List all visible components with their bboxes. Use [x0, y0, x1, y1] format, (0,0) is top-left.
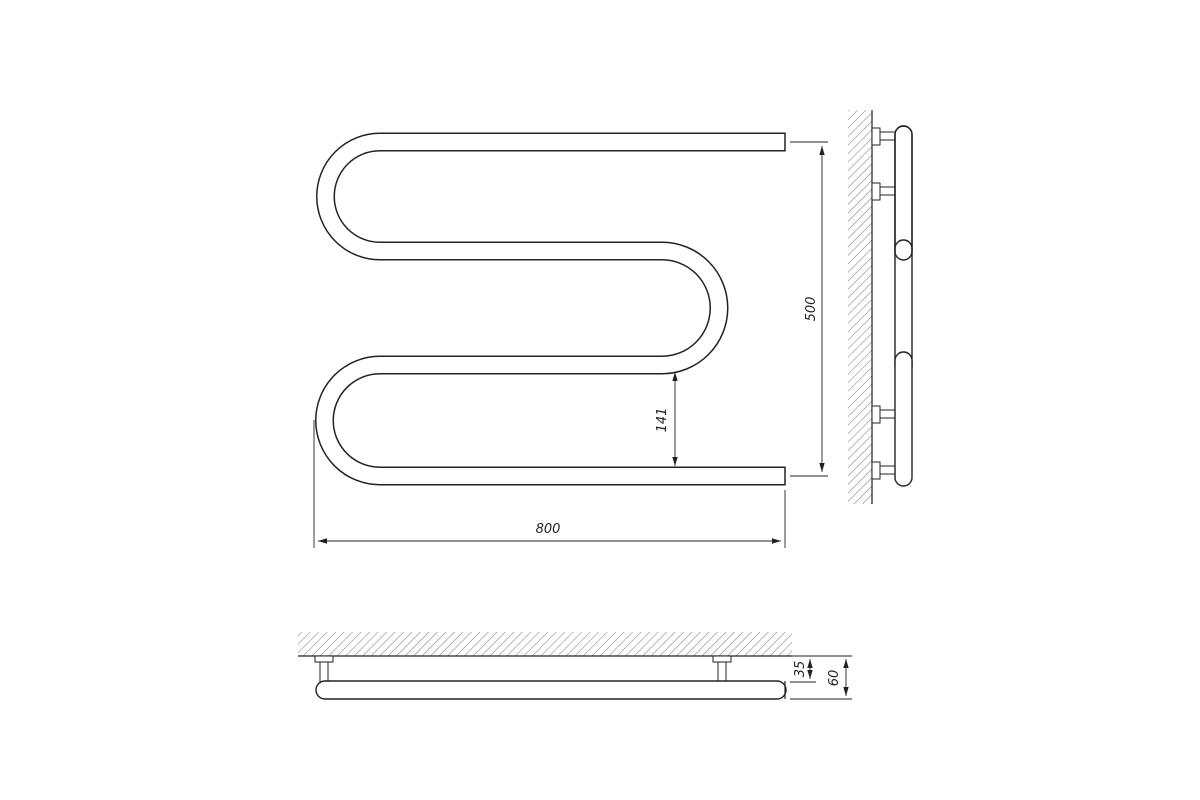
wall-mounts-top: [314, 655, 732, 683]
dimension-standoff-total-label: 60: [827, 670, 842, 687]
tube-side-lower: [894, 351, 913, 487]
side-view: [848, 110, 913, 504]
dimension-standoff-total: 60: [790, 655, 852, 700]
wall-hatch-top: [298, 632, 792, 656]
dimension-width-label: 800: [536, 522, 561, 537]
dimension-height: 500: [790, 141, 828, 477]
dimension-height-label: 500: [804, 297, 819, 322]
wall-mounts-side: [871, 127, 897, 480]
tube-top: [315, 680, 787, 700]
dimension-spacing-label: 141: [655, 408, 670, 433]
dimension-spacing: 141: [655, 372, 678, 466]
front-view: [315, 132, 786, 486]
top-view: 35 60: [298, 632, 852, 700]
wall-hatch-side: [848, 110, 872, 504]
dimension-standoff-short: 35: [790, 655, 816, 683]
dimension-width: 800: [313, 420, 786, 548]
tube-side-upper-top: [894, 125, 913, 261]
dimension-standoff-short-label: 35: [793, 661, 808, 678]
tube-inner: [316, 134, 785, 484]
